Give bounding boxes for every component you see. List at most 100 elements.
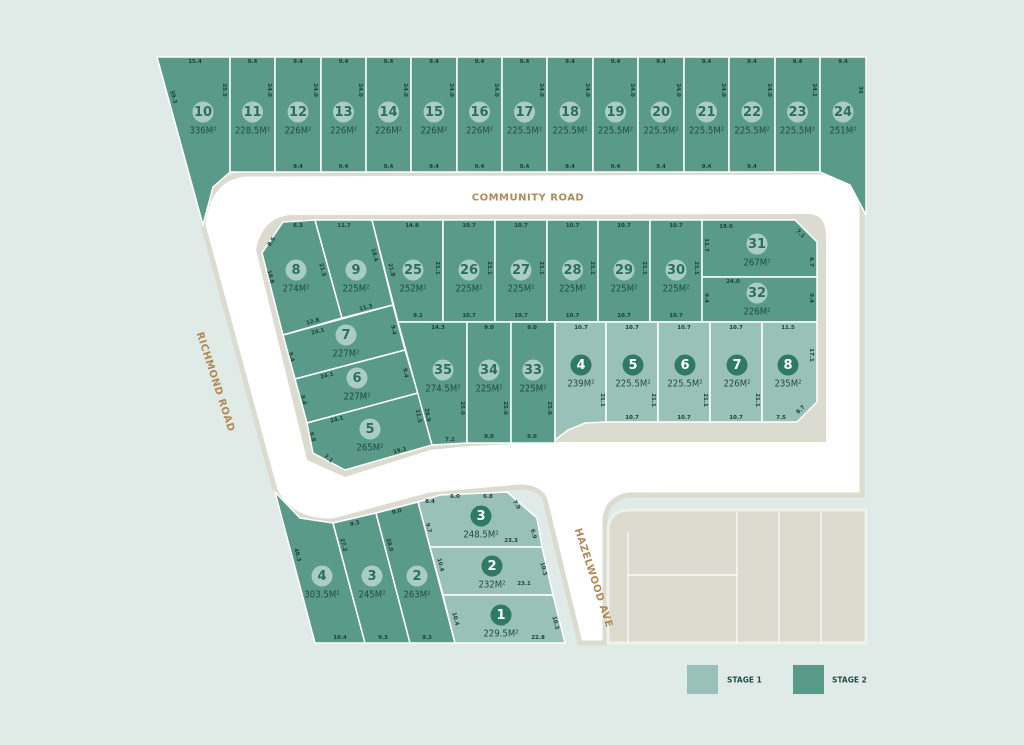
lot-number: 29 [615, 263, 633, 278]
lot-dimension: 24.0 [720, 83, 726, 97]
lot-number: 7 [732, 358, 741, 373]
lot-dimension: 10.7 [669, 223, 683, 229]
lot-dimension: 9.4 [702, 59, 712, 65]
lot-dimension: 9.1 [413, 313, 423, 319]
lot-dimension: 25.0 [459, 401, 465, 415]
lot-dimension: 6.3 [293, 223, 303, 229]
lot-number: 18 [561, 105, 579, 120]
lot-parcel[interactable] [510, 321, 556, 444]
lot-dimension: 9.7 [424, 523, 432, 534]
lot-number: 3 [476, 509, 485, 524]
lot-area: 225.5M² [552, 126, 587, 137]
lot-number: 4 [317, 569, 326, 584]
lot-parcel[interactable] [466, 321, 512, 444]
lot-dimension: 10.4 [333, 635, 347, 641]
lot-dimension: 24.0 [493, 83, 499, 97]
lot-dimension: 9.4 [520, 164, 530, 170]
lot-dimension: 24.0 [584, 83, 590, 97]
lot-parcel[interactable] [819, 56, 867, 216]
lot-area: 225.5M² [598, 126, 633, 137]
lot-number: 6 [352, 371, 361, 386]
lot-dimension: 21.1 [650, 393, 656, 407]
lot-dimension: 25.0 [546, 401, 552, 415]
lot-dimension: 10.7 [566, 313, 580, 319]
lot-dimension: 24.0 [538, 83, 544, 97]
lot-number: 8 [291, 263, 300, 278]
lot-dimension: 9.4 [808, 293, 814, 303]
lot-dimension: 24.0 [675, 83, 681, 97]
lot-number-badge [470, 505, 492, 527]
lot-number-badge [242, 101, 263, 123]
lot-parcel[interactable] [156, 56, 231, 228]
lot-dimension: 7.1 [794, 228, 805, 239]
lot-number-badge [469, 101, 490, 123]
lot-area: 235M² [774, 379, 801, 390]
lot-number: 17 [515, 105, 533, 120]
lot-dimension: 9.0 [527, 434, 537, 440]
lot-dimension: 9.4 [656, 164, 666, 170]
lot-dimension: 9.4 [838, 59, 848, 65]
lot-area: 225M² [342, 284, 369, 295]
future-development-block [606, 508, 868, 645]
lot-dimension: 24.0 [402, 83, 408, 97]
lot-dimension: 10.3 [538, 562, 547, 577]
lot-number: 20 [652, 105, 670, 120]
lot-number-badge [562, 259, 583, 281]
lot-number-badge [378, 101, 399, 123]
lot-dimension: 10.3 [550, 616, 559, 631]
lot-dimension: 24.0 [726, 279, 740, 285]
lot-number: 3 [367, 569, 376, 584]
lot-dimension: 6.8 [308, 432, 316, 443]
lot-area: 225M² [475, 384, 502, 395]
lot-dimension: 18.8 [265, 270, 274, 285]
lot-number-badge [406, 565, 428, 587]
lot-number: 4 [576, 358, 585, 373]
lot-number: 8 [783, 358, 792, 373]
lot-number: 13 [334, 105, 352, 120]
lot-dimension: 18.4 [369, 248, 378, 263]
lot-area: 225M² [455, 284, 482, 295]
lot-dimension: 7.2 [445, 437, 455, 443]
lot-area: 225.5M² [643, 126, 678, 137]
lot-area: 274M² [282, 284, 309, 295]
lot-dimension: 9.4 [293, 164, 303, 170]
lot-number: 12 [289, 105, 307, 120]
